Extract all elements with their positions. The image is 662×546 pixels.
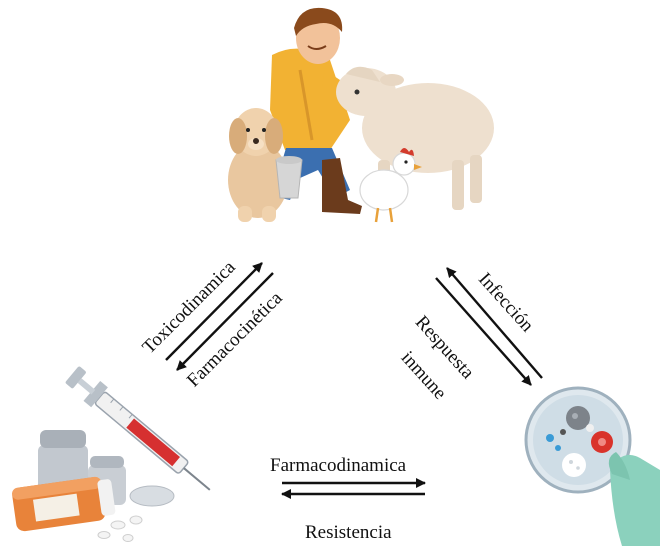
farmer-with-animals-icon — [228, 8, 494, 222]
arrows-bottom-pair — [282, 483, 425, 494]
label-pharmacodynamics: Farmacodinamica — [270, 456, 406, 475]
medication-and-syringe-icon — [11, 364, 218, 541]
petri-dish-microbes-icon — [526, 388, 660, 546]
label-resistance: Resistencia — [305, 523, 392, 542]
